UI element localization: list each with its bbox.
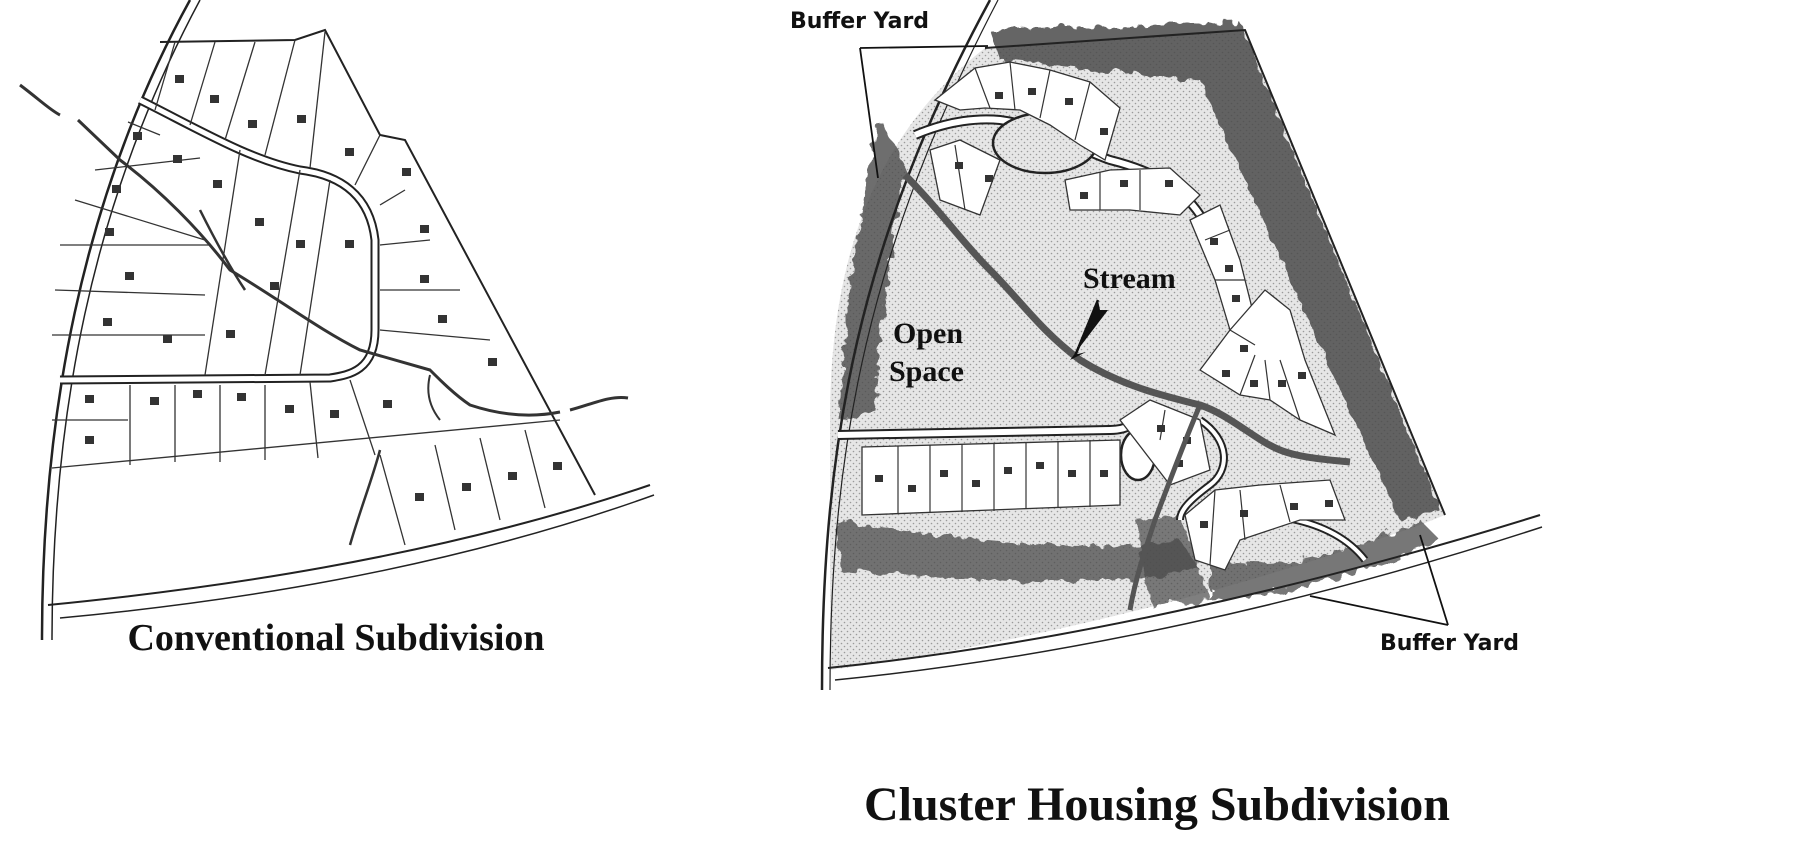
highway-west-inner [51,0,201,641]
highway-south [47,484,651,606]
caption-cluster: Cluster Housing Subdivision [864,778,1450,831]
conventional-plan [19,0,655,641]
label-buffer-yard-top: Buffer Yard [790,9,929,34]
caption-conventional: Conventional Subdivision [127,617,544,659]
site-boundary-cluster [984,28,1446,516]
cluster-plan [820,0,1543,691]
label-space: Space [889,355,964,388]
label-stream: Stream [1083,262,1176,295]
label-open: Open [893,317,963,350]
label-buffer-yard-bottom: Buffer Yard [1380,631,1519,656]
highway-south-inner [59,494,655,619]
highway-south-cluster [827,514,1541,669]
lot-lines [51,31,561,546]
lots-cluster-north [929,61,1346,571]
stream-conventional [19,83,629,417]
highway-west [40,0,192,641]
stream-cluster [902,172,1351,466]
lots-row-south [861,439,1121,516]
leader-lines [859,45,1449,626]
site-boundary [159,28,596,496]
houses-conventional [85,75,562,501]
